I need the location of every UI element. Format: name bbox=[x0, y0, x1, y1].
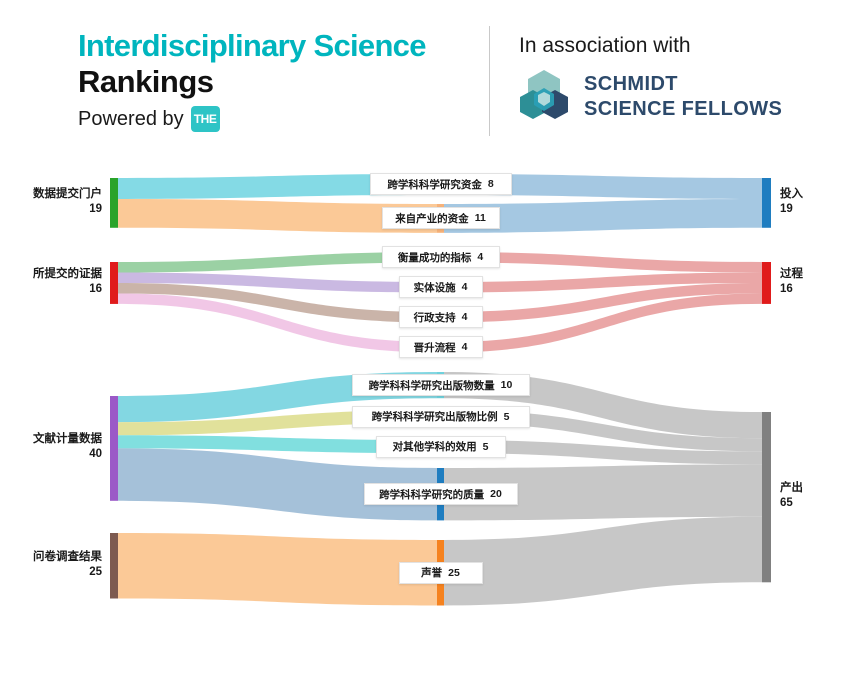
sankey-node[interactable] bbox=[762, 412, 771, 583]
node-label: 问卷调查结果 bbox=[33, 550, 102, 563]
node-value: 16 bbox=[780, 282, 793, 295]
sankey-right-node-output: 产出 65 bbox=[780, 481, 803, 511]
node-label: 跨学科科学研究资金 bbox=[387, 178, 482, 191]
sankey-right-node-process: 过程 16 bbox=[780, 267, 803, 297]
sankey-link bbox=[118, 435, 437, 454]
sankey-left-node-evidence: 所提交的证据 16 bbox=[33, 267, 102, 297]
sankey-node[interactable] bbox=[110, 533, 118, 599]
sankey-link bbox=[444, 293, 762, 353]
sankey-link bbox=[444, 516, 762, 606]
sankey-middle-node-pub_count[interactable]: 跨学科科学研究出版物数量 10 bbox=[351, 374, 530, 397]
node-value: 25 bbox=[448, 566, 460, 579]
node-value: 25 bbox=[89, 565, 102, 578]
header-divider bbox=[489, 26, 490, 136]
node-value: 19 bbox=[89, 202, 102, 215]
node-label: 数据提交门户 bbox=[33, 187, 102, 200]
powered-by-block: Powered by THE bbox=[78, 106, 478, 132]
powered-by-label: Powered by bbox=[78, 107, 184, 130]
node-label: 所提交的证据 bbox=[33, 267, 102, 280]
sankey-left-node-portal: 数据提交门户 19 bbox=[33, 187, 102, 217]
node-value: 5 bbox=[503, 410, 510, 423]
sankey-middle-node-promotion[interactable]: 晋升流程 4 bbox=[398, 336, 483, 359]
node-label: 对其他学科的效用 bbox=[392, 441, 477, 454]
sankey-diagram: 数据提交门户 19 所提交的证据 16 文献计量数据 40 问卷调查结果 25 跨学科科学研究资… bbox=[0, 152, 845, 675]
node-label: 产出 bbox=[780, 482, 803, 495]
partner-logo-block: SCHMIDT SCIENCE FELLOWS bbox=[516, 68, 782, 126]
page-header: Interdisciplinary Science Rankings Power… bbox=[0, 0, 845, 152]
sankey-node[interactable] bbox=[110, 262, 118, 304]
sankey-right-node-input: 投入 19 bbox=[780, 187, 803, 217]
node-label: 晋升流程 bbox=[413, 341, 456, 354]
node-value: 5 bbox=[482, 440, 489, 453]
sankey-middle-node-quality[interactable]: 跨学科科学研究的质量 20 bbox=[363, 483, 518, 506]
node-label: 投入 bbox=[780, 187, 803, 200]
sankey-link bbox=[118, 293, 437, 353]
sankey-link bbox=[444, 174, 762, 199]
node-value: 4 bbox=[461, 311, 468, 324]
sankey-middle-node-res_funding[interactable]: 跨学科科学研究资金 8 bbox=[369, 173, 512, 196]
sankey-node[interactable] bbox=[762, 262, 771, 304]
sankey-middle-node-ind_funding[interactable]: 来自产业的资金 11 bbox=[381, 207, 500, 230]
node-value: 8 bbox=[487, 178, 494, 191]
sankey-link bbox=[118, 282, 437, 323]
schmidt-hexagon-icon bbox=[516, 68, 572, 126]
the-logo-text: THE bbox=[193, 112, 217, 126]
sankey-middle-node-metrics[interactable]: 衡量成功的指标 4 bbox=[381, 246, 500, 269]
node-value: 10 bbox=[500, 379, 513, 392]
page-title-line2: Rankings bbox=[78, 64, 214, 99]
sankey-link bbox=[118, 533, 437, 606]
sankey-link bbox=[444, 282, 762, 323]
node-value: 11 bbox=[474, 212, 486, 225]
sankey-node[interactable] bbox=[762, 178, 771, 228]
sankey-link bbox=[118, 252, 437, 273]
node-value: 19 bbox=[780, 202, 793, 215]
node-label: 来自产业的资金 bbox=[395, 212, 469, 225]
node-value: 20 bbox=[490, 488, 502, 501]
node-value: 4 bbox=[461, 341, 468, 354]
sankey-link bbox=[444, 198, 762, 233]
node-label: 实体设施 bbox=[413, 281, 456, 294]
sankey-link bbox=[444, 252, 762, 273]
node-value: 40 bbox=[89, 448, 102, 461]
sankey-link bbox=[118, 272, 437, 293]
node-label: 文献计量数据 bbox=[33, 433, 102, 446]
association-block: In association with bbox=[519, 34, 691, 58]
sankey-middle-node-admin[interactable]: 行政支持 4 bbox=[398, 306, 483, 329]
node-label: 跨学科科学研究出版物数量 bbox=[368, 379, 495, 392]
sankey-link bbox=[444, 440, 762, 465]
sankey-node[interactable] bbox=[110, 396, 118, 501]
sankey-middle-node-pub_ratio[interactable]: 跨学科科学研究出版物比例 5 bbox=[351, 405, 530, 428]
node-value: 4 bbox=[477, 251, 484, 264]
sankey-link bbox=[444, 464, 762, 521]
sankey-left-node-survey: 问卷调查结果 25 bbox=[33, 550, 102, 580]
sankey-middle-node-reputation[interactable]: 声誉 25 bbox=[398, 561, 483, 584]
partner-name-line2: SCIENCE FELLOWS bbox=[584, 98, 783, 120]
the-logo-icon: THE bbox=[190, 106, 220, 132]
sankey-left-node-biblio: 文献计量数据 40 bbox=[33, 432, 102, 462]
node-value: 65 bbox=[780, 497, 793, 510]
node-label: 行政支持 bbox=[413, 311, 456, 324]
sankey-middle-node-utility[interactable]: 对其他学科的效用 5 bbox=[375, 435, 506, 458]
node-value: 16 bbox=[89, 282, 102, 295]
association-label: In association with bbox=[519, 34, 691, 57]
node-label: 跨学科科学研究出版物比例 bbox=[371, 411, 498, 424]
sankey-link bbox=[444, 272, 762, 293]
node-label: 声誉 bbox=[421, 567, 443, 580]
brand-block: Interdisciplinary Science Rankings Power… bbox=[78, 28, 478, 132]
partner-name: SCHMIDT SCIENCE FELLOWS bbox=[584, 72, 782, 122]
node-value: 4 bbox=[461, 281, 468, 294]
sankey-node[interactable] bbox=[110, 178, 118, 228]
node-label: 衡量成功的指标 bbox=[397, 251, 472, 264]
partner-name-line1: SCHMIDT bbox=[584, 73, 678, 95]
sankey-link bbox=[118, 174, 437, 199]
sankey-middle-node-facilities[interactable]: 实体设施 4 bbox=[398, 276, 483, 299]
node-label: 跨学科科学研究的质量 bbox=[379, 488, 485, 501]
sankey-link bbox=[118, 448, 437, 521]
page-title-line1: Interdisciplinary Science bbox=[78, 28, 426, 63]
node-label: 过程 bbox=[780, 267, 803, 280]
sankey-link bbox=[118, 198, 437, 233]
